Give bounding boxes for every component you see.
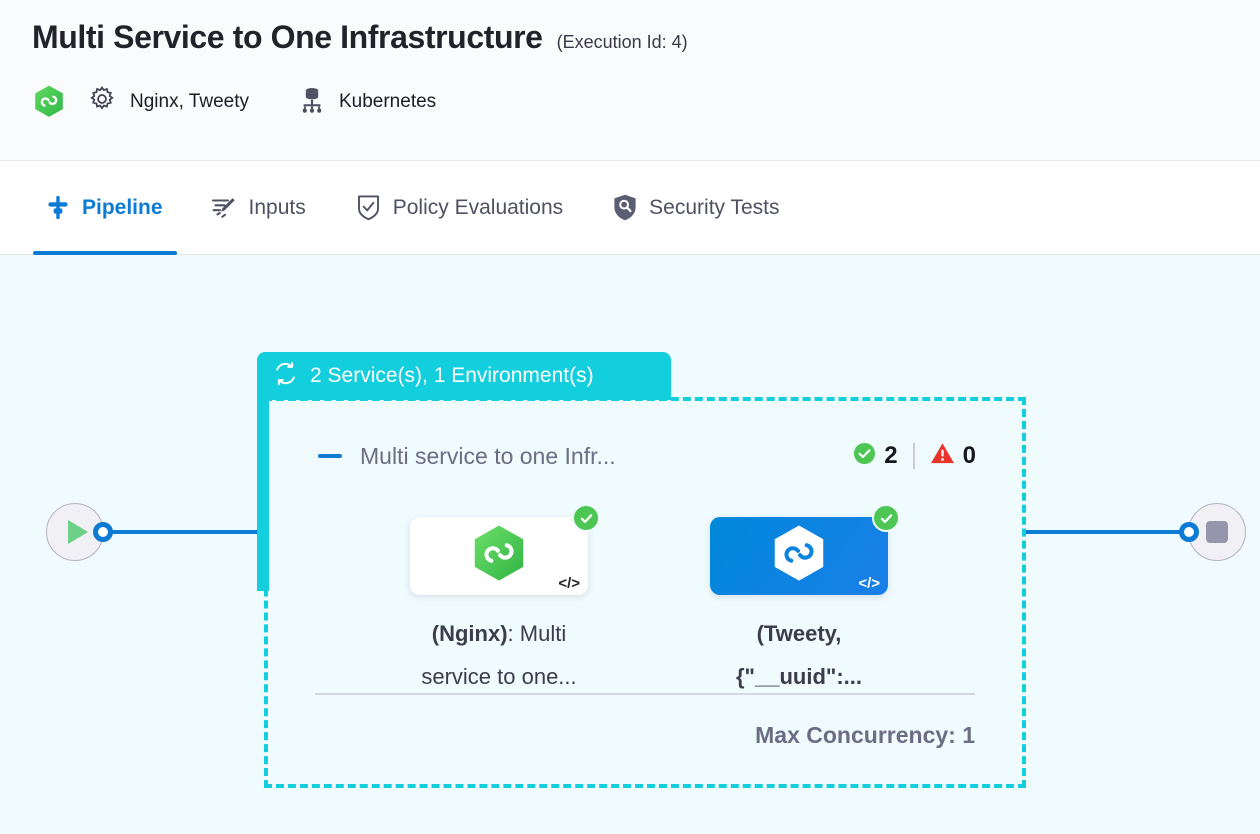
shield-magnifier-icon (613, 194, 637, 221)
execution-id-label: (Execution Id: 4) (556, 32, 688, 52)
count-divider (912, 443, 915, 469)
error-count-item: 0 (930, 441, 976, 471)
step-group-title: Multi service to one Infr... (360, 443, 616, 469)
start-node-port[interactable] (93, 522, 113, 542)
success-count: 2 (884, 442, 898, 469)
error-count: 0 (962, 442, 976, 469)
caption-line2-nginx: service to one... (421, 664, 577, 689)
check-icon (880, 513, 892, 523)
service-node-tweety[interactable]: </> (710, 517, 888, 595)
end-node-port[interactable] (1179, 522, 1199, 542)
code-glyph-icon: </> (858, 575, 880, 592)
caption-bold-nginx: (Nginx) (431, 621, 508, 646)
tab-inputs[interactable]: Inputs (211, 161, 306, 255)
tab-label-pipeline: Pipeline (82, 195, 163, 219)
service-node-caption-tweety: (Tweety, {"__uuid":... (694, 612, 904, 698)
tab-active-underline (33, 250, 177, 255)
caption-bold-tweety: (Tweety, (756, 621, 842, 646)
stage-left-accent-bar (257, 396, 269, 591)
service-node-nginx[interactable]: </> (410, 517, 588, 595)
harness-hexagon-icon (772, 525, 826, 588)
stage-banner-label: 2 Service(s), 1 Environment(s) (310, 364, 594, 387)
tab-label-inputs: Inputs (248, 195, 306, 219)
page-title: Multi Service to One Infrastructure (32, 19, 543, 55)
tab-security-tests[interactable]: Security Tests (613, 161, 780, 255)
status-counts: 2 0 (853, 441, 976, 471)
caption-line2-tweety: {"__uuid":... (736, 664, 862, 689)
harness-hexagon-icon (472, 525, 526, 588)
gear-icon (88, 85, 116, 118)
tab-label-security: Security Tests (649, 195, 780, 219)
tab-pipeline[interactable]: Pipeline (33, 161, 177, 255)
caption-rest-nginx: : Multi (507, 621, 567, 646)
pipeline-node-icon (46, 195, 70, 221)
services-label: Nginx, Tweety (130, 90, 249, 112)
start-node[interactable] (46, 503, 104, 561)
stage-banner[interactable]: 2 Service(s), 1 Environment(s) (257, 352, 671, 400)
service-node-caption-nginx: (Nginx): Multi service to one... (394, 612, 604, 698)
node-status-badge-nginx (572, 504, 600, 532)
play-icon (68, 520, 88, 544)
stop-icon (1206, 521, 1228, 543)
warning-triangle-icon (930, 442, 955, 470)
kubernetes-cluster-icon (299, 85, 325, 118)
pipeline-canvas (0, 255, 1260, 834)
harness-hexagon-icon (34, 85, 64, 118)
title-row: Multi Service to One Infrastructure (Exe… (32, 17, 688, 57)
check-icon (580, 513, 592, 523)
check-circle-icon (853, 442, 876, 470)
success-count-item: 2 (853, 441, 898, 471)
tab-label-policy: Policy Evaluations (392, 195, 564, 219)
group-divider (315, 693, 975, 695)
step-group-header: Multi service to one Infr... 2 0 (318, 438, 976, 474)
max-concurrency-label: Max Concurrency: 1 (755, 722, 975, 748)
code-glyph-icon: </> (558, 575, 580, 592)
tab-policy-evaluations[interactable]: Policy Evaluations (356, 161, 563, 255)
infrastructure-label: Kubernetes (338, 90, 437, 112)
tab-bar: Pipeline Inputs Policy Evaluations (0, 161, 1260, 255)
meta-row: Nginx, Tweety Kubernetes (34, 85, 436, 118)
collapse-dash-icon[interactable] (318, 454, 342, 458)
matrix-loop-icon (273, 361, 298, 391)
connector-line-end (1026, 530, 1190, 534)
page-header: Multi Service to One Infrastructure (Exe… (0, 0, 1260, 161)
connector-line-start (104, 530, 264, 534)
pencil-lines-icon (211, 195, 237, 221)
node-status-badge-tweety (872, 504, 900, 532)
shield-check-icon (356, 194, 381, 221)
